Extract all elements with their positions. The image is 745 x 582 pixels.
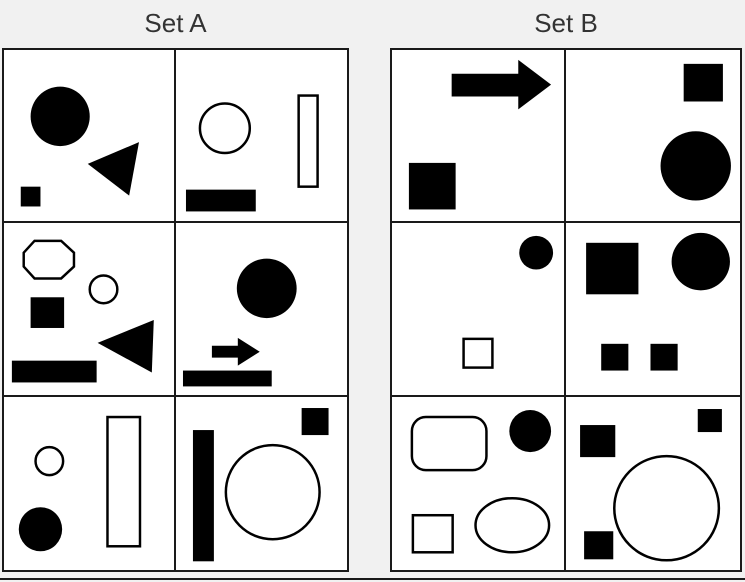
filled-tall-bar-shape bbox=[192, 429, 214, 561]
filled-bar-shape bbox=[11, 360, 97, 383]
filled-square-shape bbox=[683, 63, 723, 102]
outline-octagon-shape bbox=[22, 239, 76, 281]
set-b-cell-4 bbox=[566, 223, 740, 397]
filled-arrow-shape bbox=[211, 338, 260, 366]
set-a-cell-5 bbox=[4, 396, 176, 570]
set-a-cell-2 bbox=[175, 50, 347, 224]
filled-square-shape bbox=[586, 243, 639, 295]
filled-circle-shape bbox=[18, 506, 63, 551]
filled-circle-shape bbox=[509, 409, 552, 452]
filled-square-shape bbox=[408, 162, 456, 210]
set-a-cell-6 bbox=[176, 397, 348, 570]
set-b-cell-1 bbox=[392, 50, 566, 224]
filled-small-circle-shape bbox=[519, 236, 554, 270]
set-a-title: Set A bbox=[144, 8, 207, 38]
filled-square-shape bbox=[30, 297, 65, 329]
outline-ellipse-shape bbox=[474, 496, 551, 554]
outline-tall-rectangle-shape bbox=[296, 94, 319, 188]
filled-small-square-shape bbox=[697, 408, 722, 432]
filled-square-shape bbox=[301, 407, 329, 435]
outline-tall-rectangle-shape bbox=[106, 415, 142, 548]
filled-triangle-shape bbox=[97, 320, 154, 373]
filled-small-square-shape bbox=[650, 344, 678, 371]
filled-square-shape bbox=[20, 186, 41, 207]
filled-circle-shape bbox=[671, 233, 730, 291]
set-b-cell-2 bbox=[566, 50, 740, 224]
outline-small-circle-shape bbox=[88, 274, 119, 305]
outline-large-circle-shape bbox=[613, 454, 721, 562]
filled-circle-shape bbox=[30, 86, 90, 147]
outline-circle-shape bbox=[198, 102, 251, 155]
filled-triangle-shape bbox=[87, 142, 140, 196]
set-a-cell-1 bbox=[4, 50, 176, 224]
set-b-cell-5 bbox=[392, 396, 566, 570]
set-a-cell-4 bbox=[175, 223, 347, 397]
filled-circle-shape bbox=[236, 258, 297, 319]
filled-small-square-shape bbox=[584, 530, 614, 559]
outline-square-shape bbox=[411, 513, 454, 554]
outline-small-square-shape bbox=[462, 337, 494, 370]
set-b-title: Set B bbox=[534, 8, 598, 38]
outline-small-circle-shape bbox=[34, 445, 65, 477]
filled-small-square-shape bbox=[601, 344, 629, 371]
filled-arrow-shape bbox=[451, 59, 552, 110]
filled-bar-shape bbox=[182, 370, 272, 387]
set-a-cell-3 bbox=[4, 223, 176, 397]
filled-bar-shape bbox=[185, 189, 256, 212]
set-b-cell-3 bbox=[392, 223, 566, 397]
set-b-panel bbox=[390, 48, 742, 572]
set-a-panel bbox=[2, 48, 349, 572]
filled-circle-shape bbox=[660, 131, 731, 201]
filled-square-shape bbox=[580, 424, 616, 457]
outline-large-circle-shape bbox=[224, 443, 321, 541]
bottom-divider bbox=[0, 578, 745, 580]
set-b-cell-6 bbox=[566, 397, 740, 570]
outline-rounded-rectangle-shape bbox=[410, 415, 488, 472]
